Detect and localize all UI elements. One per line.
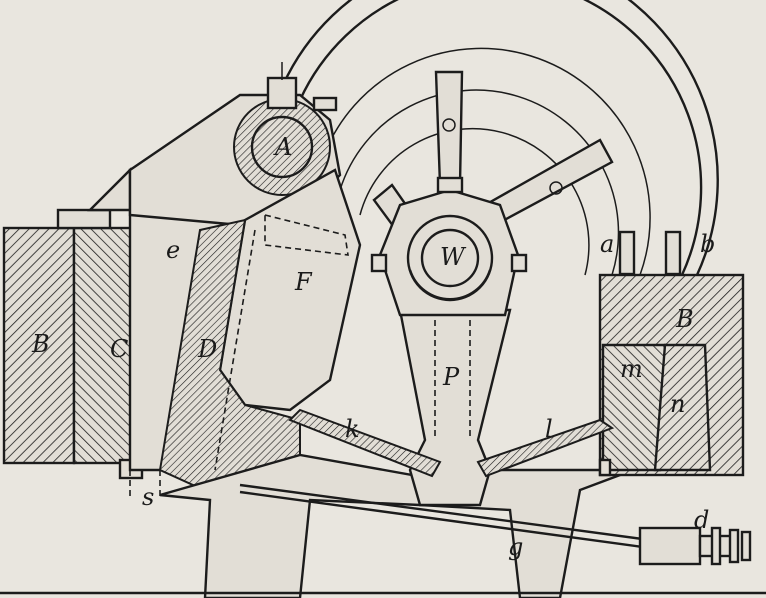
label-D: D (197, 335, 217, 363)
label-P: P (442, 363, 460, 391)
flywheel-spoke-top (434, 70, 464, 187)
block-n (653, 343, 712, 472)
toggle-plate-l (476, 418, 615, 478)
eccentric-housing (128, 62, 342, 227)
bolt-a (618, 230, 636, 276)
right-frame (598, 230, 745, 477)
label-b: b (700, 230, 715, 258)
label-g: g (508, 533, 523, 561)
toggle-plates (288, 408, 615, 478)
label-C: C (110, 335, 128, 363)
frame-B-left (2, 226, 76, 465)
label-F: F (294, 268, 313, 296)
label-k: k (345, 415, 360, 443)
swing-jaw (158, 168, 362, 497)
label-s: s (142, 483, 154, 511)
label-m: m (620, 355, 643, 383)
label-B-right: B (675, 305, 694, 333)
label-l: l (545, 415, 553, 443)
bolt-b (664, 230, 682, 276)
toggle-plate-k (288, 408, 442, 478)
label-a: a (600, 230, 614, 258)
label-n: n (670, 390, 685, 418)
label-W: W (440, 243, 467, 271)
label-B-left: B (31, 330, 50, 358)
gap-s (129, 470, 161, 500)
jaw-D (158, 218, 301, 497)
tension-rod (239, 483, 752, 566)
pitman (370, 176, 528, 507)
label-A: A (273, 133, 292, 161)
left-frame (2, 208, 144, 480)
label-d: d (694, 506, 709, 534)
spring-d (638, 526, 702, 566)
label-e: e (166, 236, 180, 264)
